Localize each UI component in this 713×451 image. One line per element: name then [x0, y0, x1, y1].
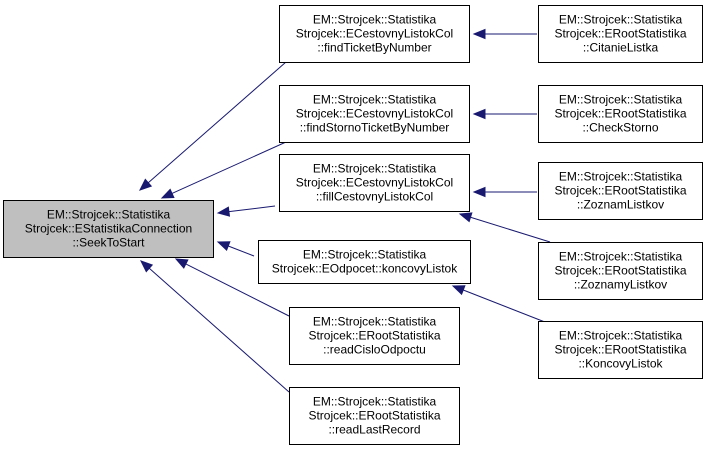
node-label-line: EM::Strojcek::Statistika [313, 395, 437, 409]
edge-findStornoTicketByNumber-to-root [160, 141, 287, 199]
node-label-line: Strojcek::ECestovnyListokCol [296, 176, 453, 190]
node-fillCestovnyListokCol[interactable]: EM::Strojcek::StatistikaStrojcek::ECesto… [279, 154, 470, 212]
node-readCisloOdpoctu[interactable]: EM::Strojcek::StatistikaStrojcek::ERootS… [289, 307, 460, 365]
node-label-line: ::CheckStorno [582, 121, 658, 135]
node-ZoznamyListkov[interactable]: EM::Strojcek::StatistikaStrojcek::ERootS… [538, 242, 703, 300]
edge-ZoznamyListkov-to-fillCestovnyListokCol [458, 212, 551, 243]
node-label-line: EM::Strojcek::Statistika [303, 248, 427, 262]
arrowhead-icon [472, 108, 486, 120]
node-label-line: ::readCisloOdpoctu [323, 343, 426, 357]
node-box [289, 307, 460, 365]
edge-readLastRecord-to-root [140, 260, 290, 393]
node-box [538, 162, 703, 220]
node-label-line: ::CitanieListka [583, 41, 659, 55]
arrowhead-icon [472, 28, 486, 40]
arrowhead-icon [160, 188, 175, 199]
node-label-line: ::readLastRecord [328, 423, 420, 437]
node-label-line: EM::Strojcek::Statistika [313, 162, 437, 176]
edge-ZoznamListkov-to-fillCestovnyListokCol [472, 186, 537, 198]
node-readLastRecord[interactable]: EM::Strojcek::StatistikaStrojcek::ERootS… [289, 387, 460, 445]
node-KoncovyListok[interactable]: EM::Strojcek::StatistikaStrojcek::ERootS… [538, 321, 703, 379]
node-label-line: Strojcek::ERootStatistika [554, 184, 686, 198]
node-root[interactable]: EM::Strojcek::StatistikaStrojcek::EStati… [3, 200, 214, 258]
node-label-line: Strojcek::EOdpocet::koncovyListok [272, 262, 458, 276]
node-label-line: EM::Strojcek::Statistika [559, 329, 683, 343]
node-box [279, 154, 470, 212]
arrowhead-icon [451, 285, 466, 296]
node-CheckStorno[interactable]: EM::Strojcek::StatistikaStrojcek::ERootS… [538, 85, 703, 143]
node-label-line: Strojcek::ERootStatistika [554, 107, 686, 121]
node-label-line: EM::Strojcek::Statistika [313, 93, 437, 107]
arrowhead-icon [458, 212, 473, 223]
node-label-line: EM::Strojcek::Statistika [313, 13, 437, 27]
node-findStornoTicketByNumber[interactable]: EM::Strojcek::StatistikaStrojcek::ECesto… [279, 85, 470, 143]
node-label-line: Strojcek::ERootStatistika [554, 264, 686, 278]
node-box [289, 387, 460, 445]
node-box [538, 321, 703, 379]
node-label-line: Strojcek::ECestovnyListokCol [296, 107, 453, 121]
node-label-line: Strojcek::ERootStatistika [554, 27, 686, 41]
arrowhead-icon [216, 206, 231, 217]
node-box [258, 240, 471, 284]
nodes-layer: EM::Strojcek::StatistikaStrojcek::EStati… [3, 5, 703, 445]
edge-CitanieListka-to-findTicketByNumber [472, 28, 537, 40]
node-label-line: EM::Strojcek::Statistika [47, 208, 171, 222]
node-label-line: ::SeekToStart [72, 236, 145, 250]
arrowhead-icon [174, 258, 189, 269]
node-box [3, 200, 214, 258]
node-label-line: Strojcek::EStatistikaConnection [25, 222, 192, 236]
node-label-line: Strojcek::ERootStatistika [308, 409, 440, 423]
edge-findTicketByNumber-to-root [139, 61, 287, 191]
arrowhead-icon [216, 241, 231, 252]
node-label-line: ::findStornoTicketByNumber [300, 121, 450, 135]
node-ZoznamListkov[interactable]: EM::Strojcek::StatistikaStrojcek::ERootS… [538, 162, 703, 220]
node-label-line: ::findTicketByNumber [317, 41, 431, 55]
node-box [538, 5, 703, 63]
arrowhead-icon [140, 260, 154, 273]
node-findTicketByNumber[interactable]: EM::Strojcek::StatistikaStrojcek::ECesto… [279, 5, 470, 63]
edge-line [470, 216, 551, 243]
edge-line [228, 205, 276, 213]
arrowhead-icon [472, 186, 486, 198]
edge-line [171, 141, 287, 194]
node-box [538, 242, 703, 300]
node-label-line: EM::Strojcek::Statistika [559, 13, 683, 27]
node-box [279, 85, 470, 143]
node-label-line: Strojcek::ERootStatistika [308, 329, 440, 343]
edge-line [463, 289, 551, 325]
node-label-line: Strojcek::ECestovnyListokCol [296, 27, 453, 41]
edges-layer [139, 28, 551, 393]
edge-KoncovyListok-to-koncovyListok [451, 285, 551, 325]
edge-readCisloOdpoctu-to-root [174, 258, 290, 317]
node-label-line: EM::Strojcek::Statistika [559, 170, 683, 184]
node-label-line: EM::Strojcek::Statistika [313, 315, 437, 329]
edge-line [148, 267, 290, 393]
node-label-line: EM::Strojcek::Statistika [559, 250, 683, 264]
node-label-line: ::ZoznamListkov [577, 198, 664, 212]
node-label-line: ::KoncovyListok [578, 357, 663, 371]
edge-line [147, 61, 287, 184]
node-label-line: ::fillCestovnyListokCol [316, 190, 433, 204]
node-label-line: Strojcek::ERootStatistika [554, 343, 686, 357]
edge-line [185, 263, 290, 317]
edge-fillCestovnyListokCol-to-root [216, 205, 276, 217]
node-label-line: ::ZoznamyListkov [574, 278, 667, 292]
edge-line [228, 245, 255, 257]
arrowhead-icon [139, 178, 153, 191]
edge-koncovyListok-to-root [216, 241, 255, 257]
edge-CheckStorno-to-findStornoTicketByNumber [472, 108, 537, 120]
node-CitanieListka[interactable]: EM::Strojcek::StatistikaStrojcek::ERootS… [538, 5, 703, 63]
node-label-line: EM::Strojcek::Statistika [559, 93, 683, 107]
node-koncovyListok[interactable]: EM::Strojcek::StatistikaStrojcek::EOdpoc… [258, 240, 471, 284]
node-box [538, 85, 703, 143]
node-box [279, 5, 470, 63]
